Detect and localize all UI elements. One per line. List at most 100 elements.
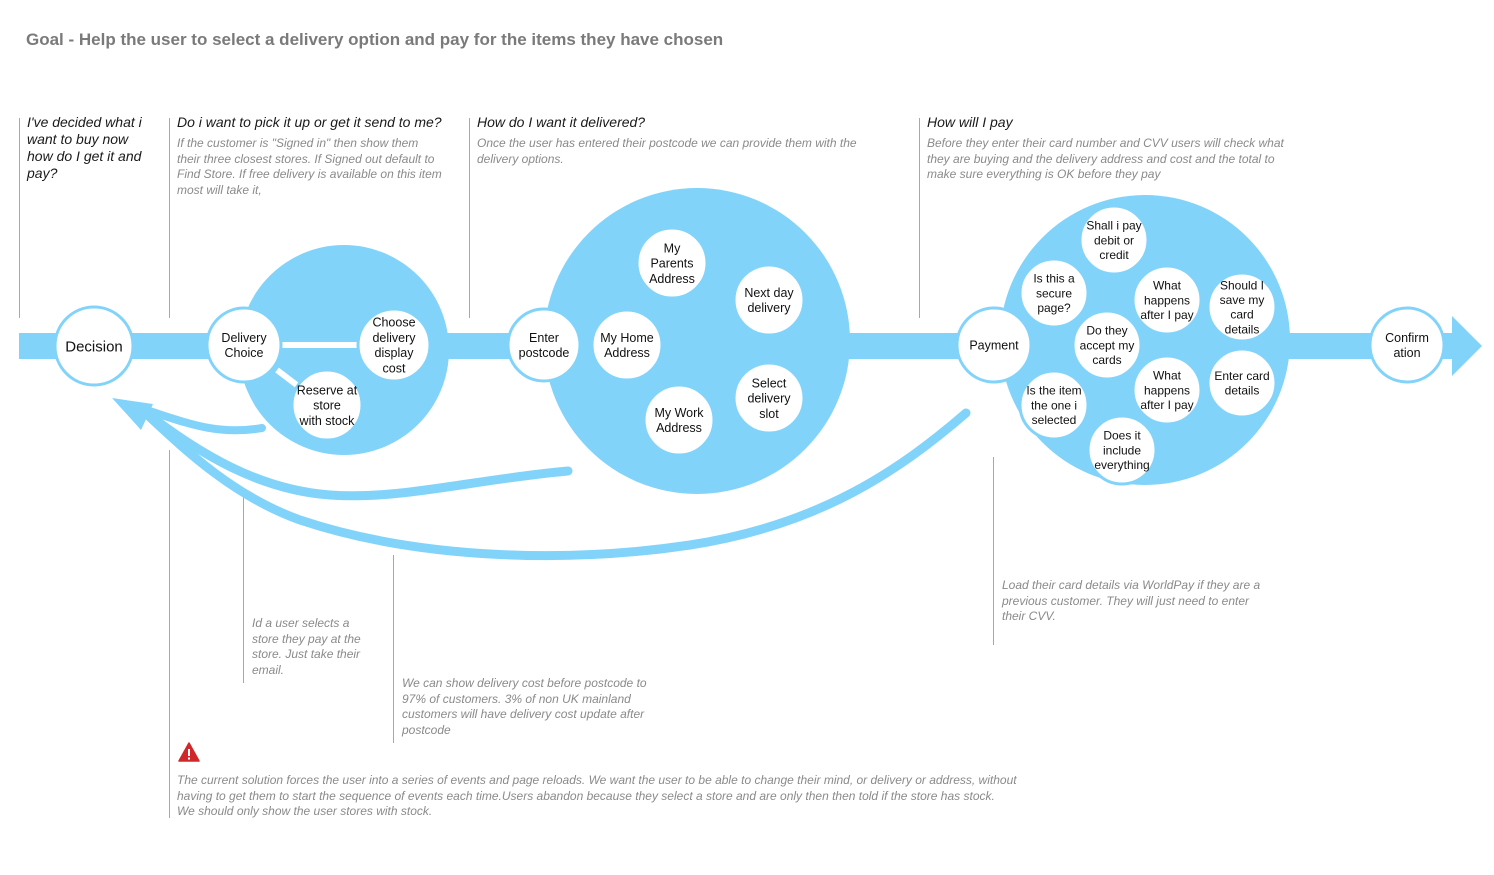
return-arrowhead [112,398,153,430]
phase-title-decide: I've decided what i want to buy now how … [27,114,162,182]
node-label: Choice [225,346,264,360]
node-circle [356,307,432,383]
node-circle [1018,369,1090,441]
phase-description-payment: Before they enter their card number and … [927,136,1284,183]
node-circle [635,226,709,300]
node-label: happens [1144,293,1190,307]
annotation-line [393,555,394,743]
phase-title-line: I've decided what i [27,114,142,130]
node-circle [1018,257,1090,329]
node-label: Do they [1086,324,1127,338]
node-label: include [1103,443,1141,457]
flow-arrowhead [1452,316,1482,376]
node-label: Select [752,376,787,390]
node-label: save my [1220,293,1265,307]
node-label: everything [1094,458,1149,472]
return-loop-delivery [135,403,573,501]
node-circle [955,306,1033,384]
page-title: Goal - Help the user to select a deliver… [26,30,724,49]
node-label: happens [1144,383,1190,397]
node-label: page? [1037,301,1071,315]
note-line: store. Just take their [252,647,361,661]
node-circle [1131,354,1203,426]
node-circle [290,368,364,442]
phase-divider [919,118,920,318]
phase-title-delivery: How do I want it delivered? [477,114,646,130]
node-label: Parents [650,257,693,271]
note-line: The current solution forces the user int… [177,773,1017,787]
node-circle [732,361,806,435]
node-label: Address [656,421,702,435]
note-line: their CVV. [1002,609,1056,623]
node-label: Address [604,346,650,360]
note-line: Before they enter their card number and … [927,136,1284,150]
node-payment: Payment [955,306,1033,384]
annotation-store-pay: Id a user selects a store they pay at th… [252,616,361,678]
note-line: they are buying and the delivery address… [927,151,1275,166]
annotation-line [243,493,244,683]
phase-divider [19,118,20,318]
note-line: store they pay at the [252,631,361,646]
node-circle [1206,347,1278,419]
node-label: Confirm [1385,331,1429,345]
node-label: Reserve at [297,383,358,397]
node-label: delivery [747,301,791,315]
return-loop-pickup [136,404,266,435]
node-decision: Decision [53,305,135,387]
annotation-problem: The current solution forces the user int… [177,773,1017,820]
node-label: after I pay [1140,398,1193,412]
node-label: accept my [1080,338,1135,352]
node-label: cards [1092,353,1121,367]
note-line: their three closest stores. If Signed ou… [177,151,435,166]
node-label: with stock [299,414,356,428]
warning-icon [178,742,200,762]
node-label: Decision [65,338,123,355]
node-label: Address [649,272,695,286]
node-label: delivery [747,392,791,406]
node-label: postcode [519,346,570,360]
annotation-worldpay: Load their card details via WorldPay if … [1002,578,1260,625]
node-circle [1206,271,1278,343]
node-circle [205,306,283,384]
node-label: credit [1099,248,1129,262]
node-label: debit or [1094,233,1134,247]
node-circle [1368,306,1446,384]
node-label: the one i [1031,398,1077,412]
note-line: We can show delivery cost before postcod… [402,676,647,690]
phase-title-payment: How will I pay [927,114,1013,130]
annotation-delivery-cost: We can show delivery cost before postcod… [402,676,647,738]
note-line: previous customer. They will just need t… [1002,593,1250,608]
phase-divider [169,118,170,318]
note-line: having to get them to start the sequence… [177,788,995,803]
phase-divider [469,118,470,318]
node-label: Enter card [1214,369,1269,383]
note-line: If the customer is "Signed in" then show… [177,136,419,150]
node-circle [1086,414,1158,486]
note-line: We should only show the user stores with… [177,804,433,818]
node-label: cost [383,361,406,375]
note-line: Id a user selects a [252,616,350,630]
phase-title-line: how do I get it and [27,148,142,164]
node-label: Payment [969,339,1019,353]
node-circle [1131,264,1203,336]
node-label: display [375,346,415,360]
note-line: make sure everything is OK before they p… [927,167,1161,181]
node-label: Delivery [221,331,267,345]
node-label: delivery [372,331,416,345]
node-label: What [1153,279,1182,293]
